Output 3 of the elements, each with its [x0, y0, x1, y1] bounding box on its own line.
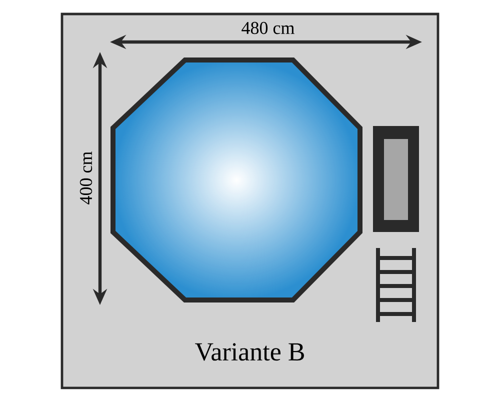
dimension-label: 400 cm — [80, 152, 92, 204]
caption: Variante B — [195, 343, 304, 361]
dimension-label: 480 cm — [242, 22, 294, 34]
